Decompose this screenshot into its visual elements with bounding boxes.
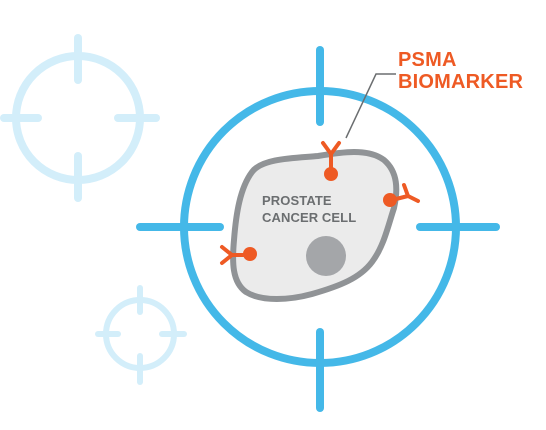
prostate-cancer-cell: [230, 149, 400, 302]
biomarker-leader-line: [345, 73, 396, 139]
psma-receptor-left-icon: [220, 245, 257, 265]
cell-nucleus: [306, 236, 346, 276]
targeting-crosshair-icon: [136, 46, 500, 412]
cell-label-line-1: PROSTATE: [262, 193, 332, 208]
faint-crosshair-small-icon: [95, 285, 187, 385]
biomarker-label-line-1: PSMA: [398, 49, 457, 71]
faint-crosshair-large-icon: [0, 34, 160, 202]
cell-label-line-2: CANCER CELL: [262, 210, 357, 225]
psma-receptor-top-icon: [321, 141, 341, 181]
biomarker-label-line-2: BIOMARKER: [398, 71, 524, 93]
biomarker-label: PSMA BIOMARKER: [398, 49, 546, 93]
cell-label: PROSTATE CANCER CELL: [262, 192, 366, 226]
psma-receptor-right-icon: [383, 183, 420, 207]
cell-membrane: [230, 149, 400, 302]
